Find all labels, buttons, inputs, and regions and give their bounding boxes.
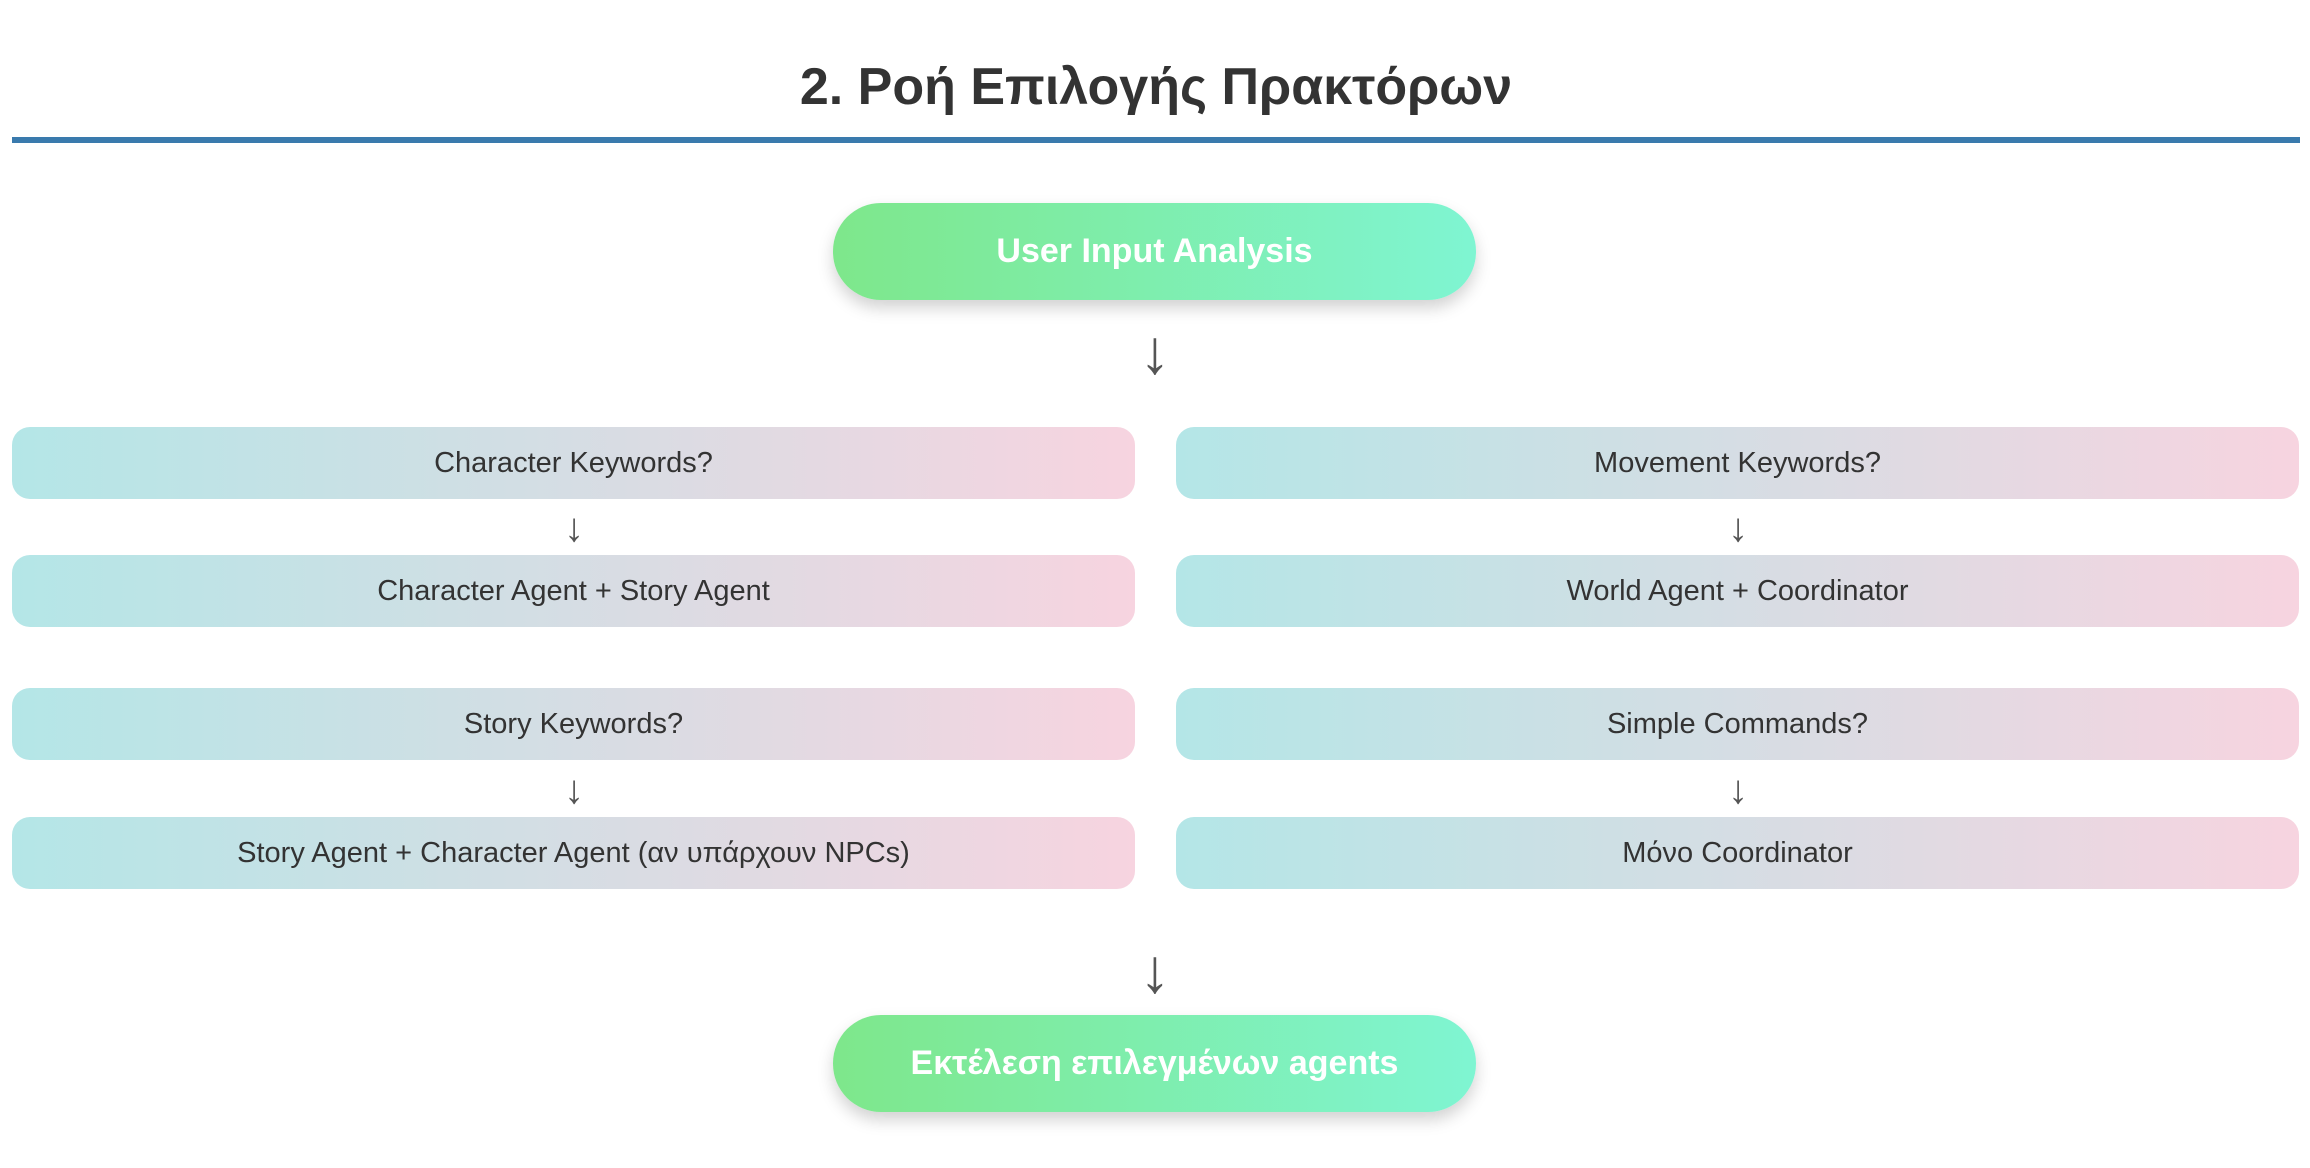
- branch-result-character: Character Agent + Story Agent: [12, 555, 1135, 627]
- start-node: User Input Analysis: [833, 203, 1476, 300]
- arrow-down-icon: ↓: [564, 768, 584, 812]
- arrow-down-icon: ↓: [1728, 768, 1748, 812]
- branch-result-story: Story Agent + Character Agent (αν υπάρχο…: [12, 817, 1135, 889]
- arrow-down-icon: ↓: [1728, 506, 1748, 550]
- branch-condition-simple: Simple Commands?: [1176, 688, 2299, 760]
- arrow-down-icon: ↓: [564, 506, 584, 550]
- branch-condition-story: Story Keywords?: [12, 688, 1135, 760]
- branch-result-movement: World Agent + Coordinator: [1176, 555, 2299, 627]
- branch-condition-character: Character Keywords?: [12, 427, 1135, 499]
- branch-result-simple: Μόνο Coordinator: [1176, 817, 2299, 889]
- arrow-down-icon: ↓: [1139, 318, 1171, 387]
- title-divider: [12, 137, 2300, 143]
- page-title: 2. Ροή Επιλογής Πρακτόρων: [799, 58, 1513, 116]
- branch-condition-movement: Movement Keywords?: [1176, 427, 2299, 499]
- arrow-down-icon: ↓: [1139, 937, 1171, 1006]
- end-node: Εκτέλεση επιλεγμένων agents: [833, 1015, 1476, 1112]
